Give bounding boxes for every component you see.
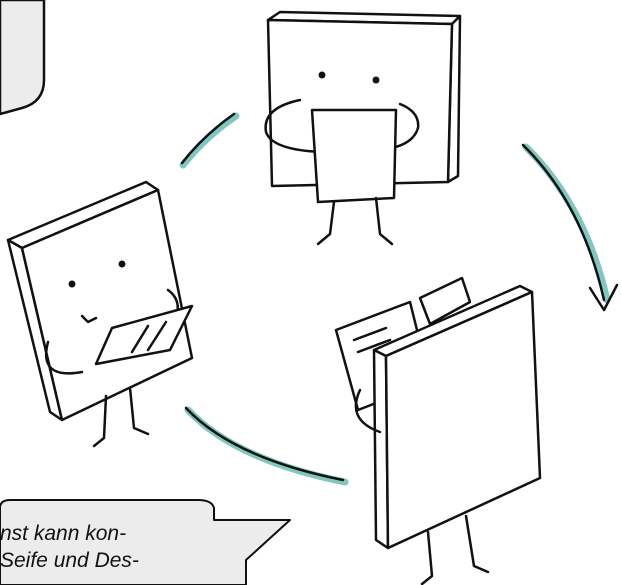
document-character-icon bbox=[266, 12, 460, 244]
speech-bubble-text: nst kann kon- Seife und Des- bbox=[0, 520, 240, 574]
document-character-icon bbox=[8, 182, 192, 446]
speech-bubble-line-1: nst kann kon- bbox=[0, 520, 240, 547]
corner-note-icon bbox=[0, 0, 44, 114]
document-character-icon bbox=[336, 278, 540, 584]
speech-bubble-line-2: Seife und Des- bbox=[0, 547, 240, 574]
